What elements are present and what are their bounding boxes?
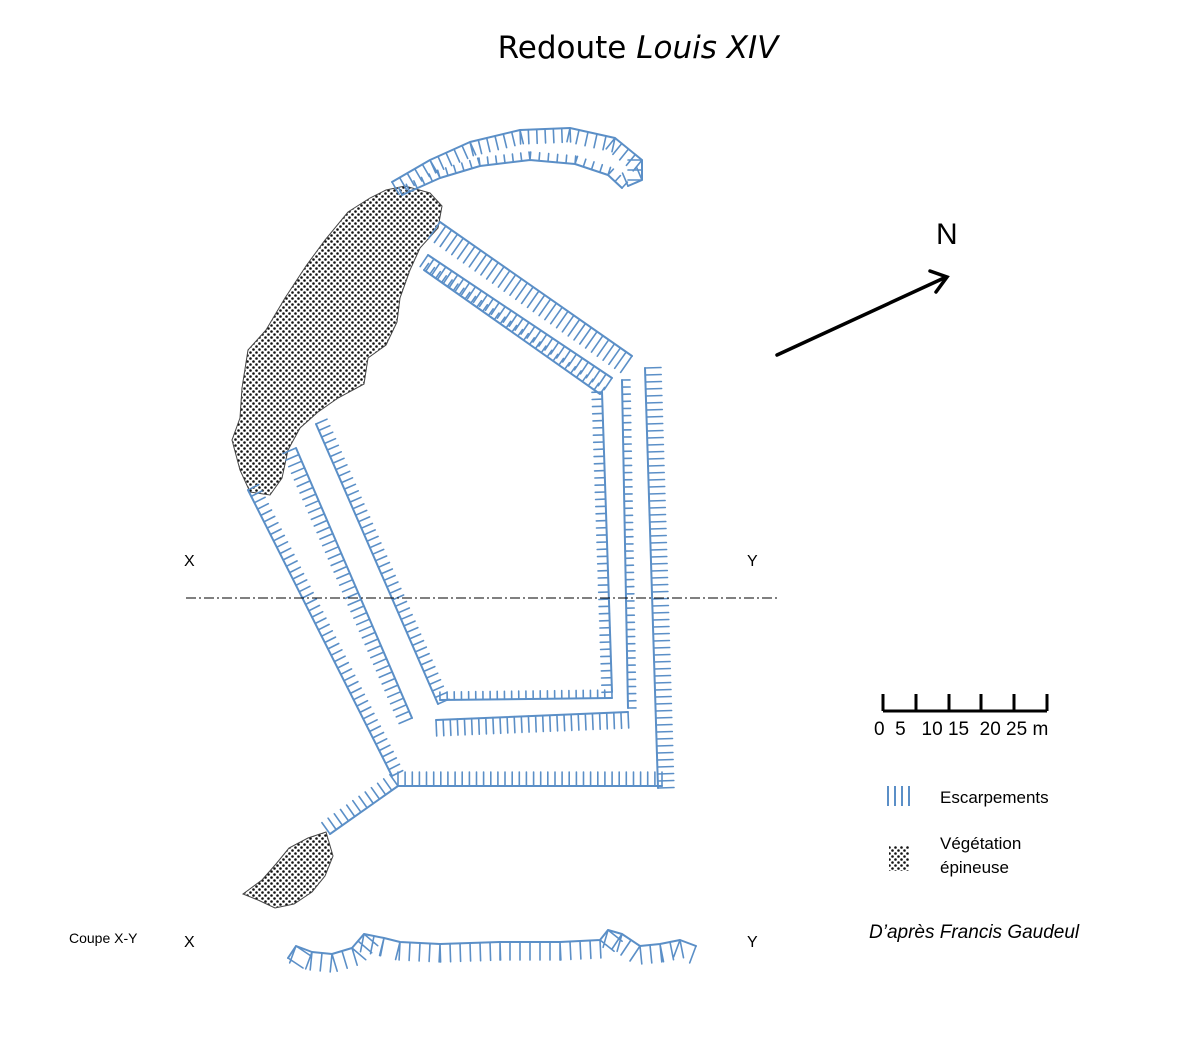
escarpments	[247, 127, 697, 973]
title-main: Redoute	[497, 30, 627, 66]
escarpment-south-outer	[397, 771, 663, 787]
north-label: N	[936, 218, 958, 251]
escarpment-crescent-inner	[397, 151, 629, 196]
section-label-y: Y	[747, 553, 758, 570]
credit-text: D’après Francis Gaudeul	[869, 922, 1080, 943]
escarpment-east-core	[621, 379, 637, 709]
escarpment-ne-inner	[419, 254, 613, 391]
vegetation-area-south	[241, 831, 334, 909]
escarpment-ne-core	[423, 262, 606, 395]
vegetation-areas	[231, 185, 443, 909]
north-arrow-icon	[775, 269, 950, 357]
escarpment-swatch-icon	[887, 786, 910, 806]
vegetation-swatch-icon	[889, 846, 909, 871]
escarpment-west-mid	[282, 447, 413, 725]
escarpment-west-outer	[247, 483, 404, 777]
title-italic: Louis XIV	[636, 30, 779, 66]
legend-escarpments: Escarpements	[940, 788, 1049, 807]
escarpment-south-inner	[435, 711, 630, 737]
section-label-x: X	[184, 553, 195, 570]
scale-bar	[881, 694, 1049, 713]
escarpment-profile	[287, 929, 697, 973]
escarpment-sw-spur	[321, 773, 399, 835]
escarpment-ne-outer	[427, 221, 633, 374]
escarpment-south-core	[439, 689, 613, 701]
escarpment-east-inner	[591, 391, 613, 694]
profile-label-x: X	[184, 934, 195, 951]
profile-caption: Coupe X-Y	[69, 930, 138, 946]
escarpment-west-core	[315, 418, 450, 705]
vegetation-area-north	[231, 185, 443, 496]
scale-bar-labels: 0 5 10 15 20 25 m	[874, 719, 1049, 740]
legend-vegetation-line1: Végétation	[940, 834, 1022, 853]
escarpment-east-outer	[644, 366, 675, 789]
escarpment-crescent-outer	[391, 127, 643, 195]
diagram-title: Redoute Louis XIV	[0, 30, 1188, 66]
legend-vegetation-line2: épineuse	[940, 858, 1010, 877]
profile-label-y: Y	[747, 934, 758, 951]
